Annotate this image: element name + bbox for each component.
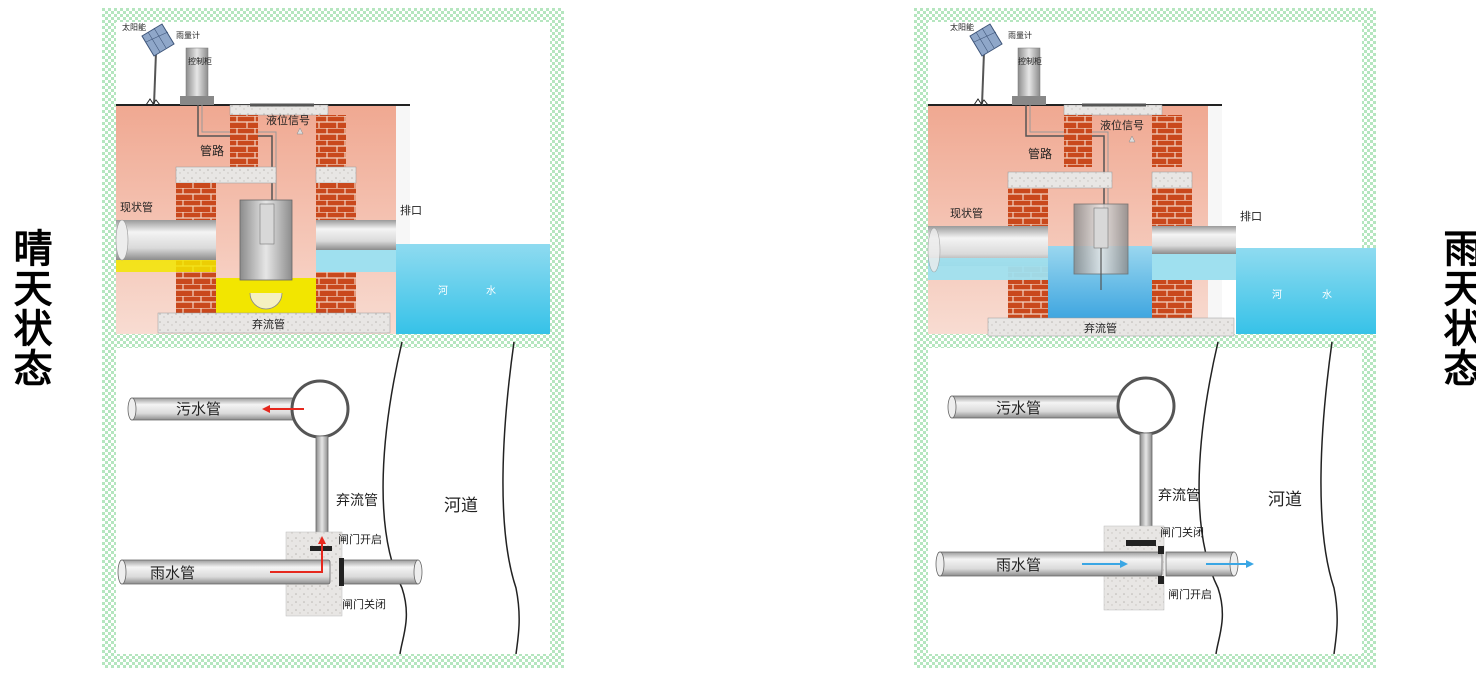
sewage-pipe-label: 污水管	[176, 400, 221, 418]
existing-pipe-label: 现状管	[120, 200, 153, 214]
outlet-label: 排口	[400, 203, 422, 217]
gate-lower-label: 闸门开启	[1168, 587, 1212, 601]
river-water-label-1: 河	[438, 285, 448, 297]
base-slab	[987, 317, 1235, 337]
brick-wall-upper-left	[1064, 115, 1092, 167]
existing-pipe	[116, 220, 216, 260]
river-water	[396, 244, 550, 334]
piping-label: 管路	[1028, 146, 1052, 161]
stormwater-pipe-label: 雨水管	[150, 564, 195, 582]
solar-label: 太阳能	[950, 22, 974, 32]
outlet-pipe	[316, 220, 396, 250]
rain-gauge-label: 雨量计	[1008, 30, 1032, 40]
solar-panel-icon	[969, 23, 1003, 106]
river-channel-label: 河道	[1268, 490, 1302, 510]
sewage-manhole	[1116, 376, 1176, 436]
river-bank-left	[382, 341, 408, 655]
river-channel-label: 河道	[444, 496, 478, 516]
outlet-pipe-plan	[341, 559, 419, 585]
gate-upper-label: 闸门开启	[338, 532, 382, 546]
stormwater-pipe-label: 雨水管	[996, 556, 1041, 574]
discard-pipe-section-label: 弃流管	[252, 317, 285, 331]
existing-pipe-label: 现状管	[950, 206, 983, 220]
gate-lower-label: 闸门关闭	[342, 597, 386, 611]
stormwater-pipe	[937, 551, 1163, 577]
sunny-state-title: 晴天状态	[7, 228, 52, 388]
level-signal-label: 液位信号	[1100, 118, 1144, 132]
discard-pipe-plan	[315, 435, 329, 545]
river-bank-right	[502, 341, 520, 655]
piping-label: 管路	[200, 143, 224, 158]
outlet-pipe	[1152, 226, 1236, 254]
river-water-label-2: 水	[486, 285, 496, 297]
gate-lower-bar	[1158, 576, 1164, 584]
sunny-diagram-panel: 太阳能 雨量计 控制柜 管路 液位信号 现状管 排口 河 水 弃流管 河道	[102, 8, 564, 668]
gate-lower-bar	[339, 558, 344, 586]
base-slab	[157, 312, 391, 334]
discard-pipe-plan-label: 弃流管	[1158, 488, 1200, 504]
brick-wall-upper-right	[316, 115, 346, 167]
rainy-state-title: 雨天状态	[1437, 228, 1476, 388]
gate-icon	[1073, 203, 1129, 290]
discard-pipe-section-label: 弃流管	[1084, 321, 1117, 335]
control-cabinet-label: 控制柜	[188, 56, 212, 66]
river-water-label-2: 水	[1322, 289, 1332, 301]
river-water-label-1: 河	[1272, 289, 1282, 301]
control-cabinet-label: 控制柜	[1018, 56, 1042, 66]
brick-wall-upper-left	[230, 115, 258, 167]
river-bank-right	[1320, 341, 1338, 655]
outlet-label: 排口	[1240, 209, 1262, 223]
control-cabinet-icon	[180, 47, 214, 105]
discard-pipe-plan-label: 弃流管	[336, 493, 378, 509]
rainy-diagram: 太阳能 雨量计 控制柜 管路 液位信号 现状管 排口 河 水 弃流管 河道 污水…	[914, 8, 1378, 668]
solar-panel-icon	[141, 23, 175, 106]
flow-arrow-to-discard	[270, 536, 326, 573]
sewage-pipe-label: 污水管	[996, 399, 1041, 417]
gate-upper-label: 闸门关闭	[1160, 525, 1204, 539]
control-cabinet-icon	[1012, 47, 1046, 105]
sunny-diagram: 太阳能 雨量计 控制柜 管路 液位信号 现状管 排口 河 水 弃流管 河道	[102, 8, 564, 668]
rain-gauge-label: 雨量计	[176, 30, 200, 40]
level-signal-label: 液位信号	[266, 113, 310, 127]
discard-pipe-plan	[1139, 432, 1153, 542]
rainy-diagram-panel: 太阳能 雨量计 控制柜 管路 液位信号 现状管 排口 河 水 弃流管 河道 污水…	[914, 8, 1378, 668]
gate-icon	[239, 199, 293, 310]
solar-label: 太阳能	[122, 22, 146, 32]
brick-wall-upper-right	[1152, 115, 1182, 167]
river-water	[1236, 248, 1378, 334]
gate-upper-bar	[1126, 540, 1156, 546]
